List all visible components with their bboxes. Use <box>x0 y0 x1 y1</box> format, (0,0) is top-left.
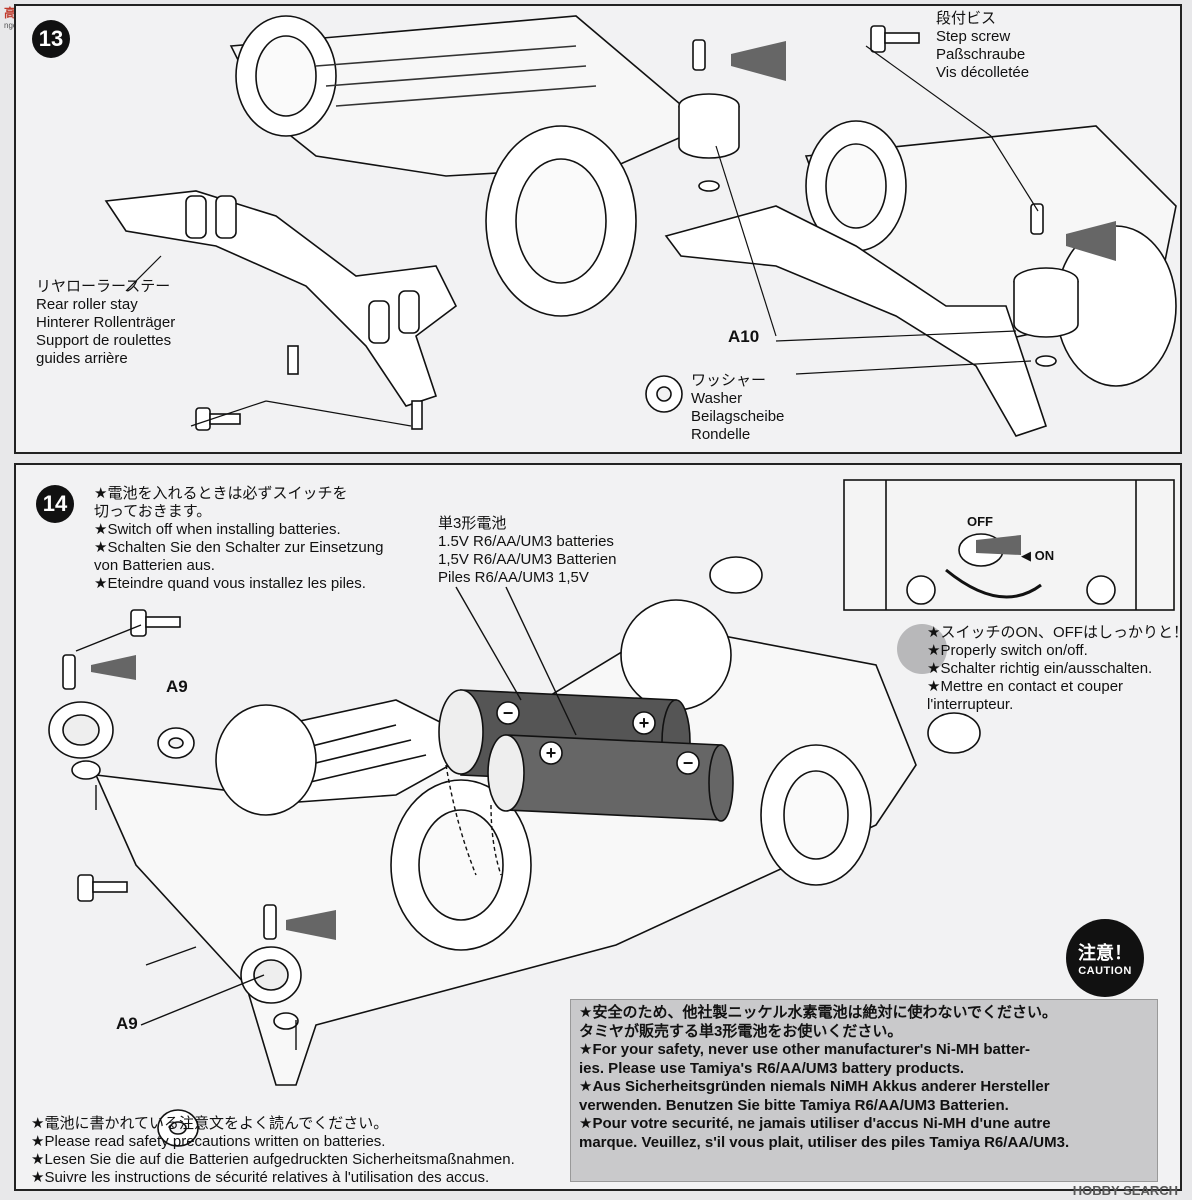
step-13-illustration <box>104 15 1177 437</box>
battery-minus-1: − <box>503 703 514 723</box>
rear-roller-stay-label: リヤローラーステー Rear roller stay Hinterer Roll… <box>36 278 176 367</box>
washer-label: ワッシャー Washer Beilagscheibe Rondelle <box>691 372 785 443</box>
step-14-number: 14 <box>36 485 74 523</box>
caution-badge: 注意！ CAUTION <box>1066 919 1144 997</box>
battery-label: 単3形電池 1.5V R6/AA/UM3 batteries 1,5V R6/A… <box>438 515 617 586</box>
step-screw-label: 段付ビス Step screw Paßschraube Vis décollet… <box>936 10 1030 81</box>
watermark-hobby-search: HOBBY SEARCH <box>1072 1183 1178 1198</box>
step-13-number: 13 <box>32 20 70 58</box>
battery-plus-2: + <box>546 743 557 763</box>
part-a9-bottom-label: A9 <box>116 1014 138 1033</box>
battery-plus-1: + <box>639 713 650 733</box>
step-14-illustration: − + + − <box>48 479 1175 1147</box>
properly-switch-notes: ★スイッチのON、OFFはしっかりと！ ★Properly switch on/… <box>927 624 1188 713</box>
ni-mh-warning-box: ★安全のため、他社製ニッケル水素電池は絶対に使わないでください。 タミヤが販売す… <box>570 999 1158 1182</box>
inset-off-label: OFF <box>967 514 993 529</box>
part-a10-label: A10 <box>728 327 760 346</box>
inset-on-label: ◀ ON <box>1021 548 1055 563</box>
battery-minus-2: − <box>683 753 694 773</box>
part-a9-top-label: A9 <box>166 677 188 696</box>
read-precautions-notes: ★電池に書かれている注意文をよく読んでください。 ★Please read sa… <box>31 1115 515 1186</box>
switch-off-notes: ★電池を入れるときは必ずスイッチを 切っておきます。 ★Switch off w… <box>94 485 384 592</box>
step-13-panel: 13 <box>14 4 1182 454</box>
highlight-blob <box>897 624 947 674</box>
